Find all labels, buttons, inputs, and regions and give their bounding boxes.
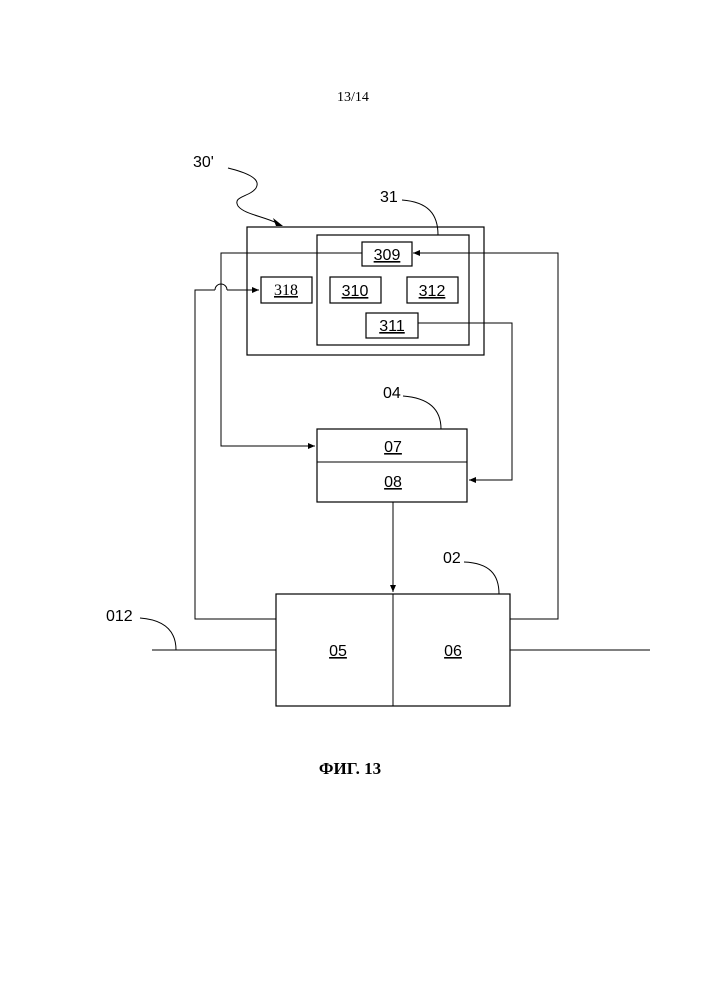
leader-30-arrowhead (273, 218, 283, 226)
leader-30 (228, 168, 277, 223)
arrow-02-to-309 (413, 253, 558, 619)
box-318-label: 318 (274, 282, 298, 299)
box-05-label: 05 (329, 643, 347, 660)
box-309-label: 309 (374, 247, 401, 264)
ref-label-04: 04 (383, 385, 401, 402)
page-number: 13/14 (337, 90, 369, 105)
box-311-label: 311 (379, 318, 405, 335)
ref-label-31: 31 (380, 189, 398, 206)
box-06-label: 06 (444, 643, 462, 660)
box-312-label: 312 (419, 283, 446, 300)
ref-label-012: 012 (106, 608, 133, 625)
leader-04 (403, 396, 441, 429)
box-08-label: 08 (384, 474, 402, 491)
ref-label-02: 02 (443, 550, 461, 567)
leader-012 (140, 618, 176, 650)
line-02-to-318 (195, 290, 276, 619)
box-07-label: 07 (384, 439, 402, 456)
ref-label-30: 30' (193, 154, 214, 171)
leader-02 (464, 562, 499, 594)
leader-31 (402, 200, 438, 235)
arrow-311-to-08 (418, 323, 512, 480)
box-310-label: 310 (342, 283, 369, 300)
figure-caption: ФИГ. 13 (319, 759, 381, 778)
